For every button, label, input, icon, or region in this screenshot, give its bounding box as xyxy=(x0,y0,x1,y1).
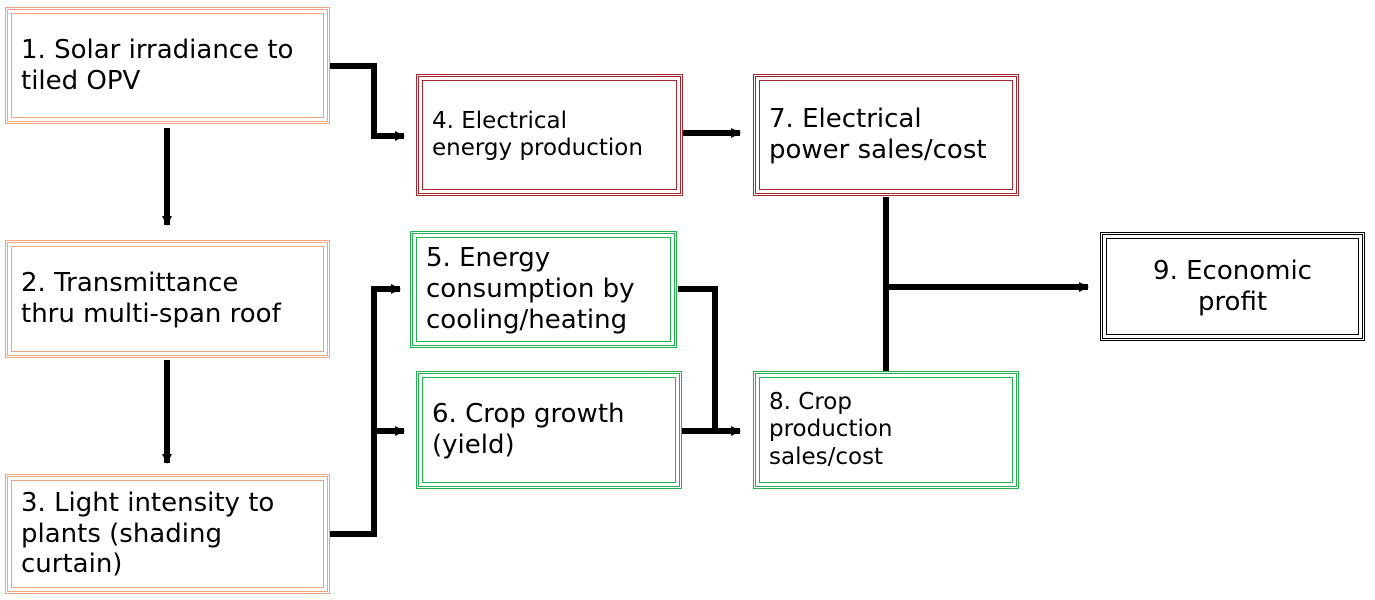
node-solar-irradiance: 1. Solar irradiance to tiled OPV xyxy=(5,7,330,124)
node-transmittance-label: 2. Transmittance thru multi-span roof xyxy=(21,268,281,329)
node-electrical-power-sales-label: 7. Electrical power sales/cost xyxy=(769,104,987,165)
node-energy-consumption: 5. Energy consumption by cooling/heating xyxy=(410,231,677,348)
node-solar-irradiance-label: 1. Solar irradiance to tiled OPV xyxy=(21,34,294,96)
node-crop-production-sales-label: 8. Crop production sales/cost xyxy=(769,389,893,470)
node-electrical-power-sales: 7. Electrical power sales/cost xyxy=(753,74,1019,196)
node-crop-production-sales: 8. Crop production sales/cost xyxy=(753,371,1019,489)
edge-5-to-8 xyxy=(678,286,718,431)
node-electrical-energy: 4. Electrical energy production xyxy=(416,74,683,196)
node-crop-growth: 6. Crop growth (yield) xyxy=(416,371,682,489)
node-light-intensity-label: 3. Light intensity to plants (shading cu… xyxy=(21,487,275,580)
node-electrical-energy-label: 4. Electrical energy production xyxy=(432,107,643,161)
node-economic-profit: 9. Economic profit xyxy=(1100,232,1365,341)
node-transmittance: 2. Transmittance thru multi-span roof xyxy=(5,240,330,358)
node-crop-growth-label: 6. Crop growth (yield) xyxy=(432,399,625,460)
edge-3-trunk xyxy=(329,289,377,537)
node-light-intensity: 3. Light intensity to plants (shading cu… xyxy=(5,474,330,594)
node-energy-consumption-label: 5. Energy consumption by cooling/heating xyxy=(426,243,635,335)
edge-1-to-4 xyxy=(330,63,405,141)
node-economic-profit-label: 9. Economic profit xyxy=(1153,255,1312,317)
